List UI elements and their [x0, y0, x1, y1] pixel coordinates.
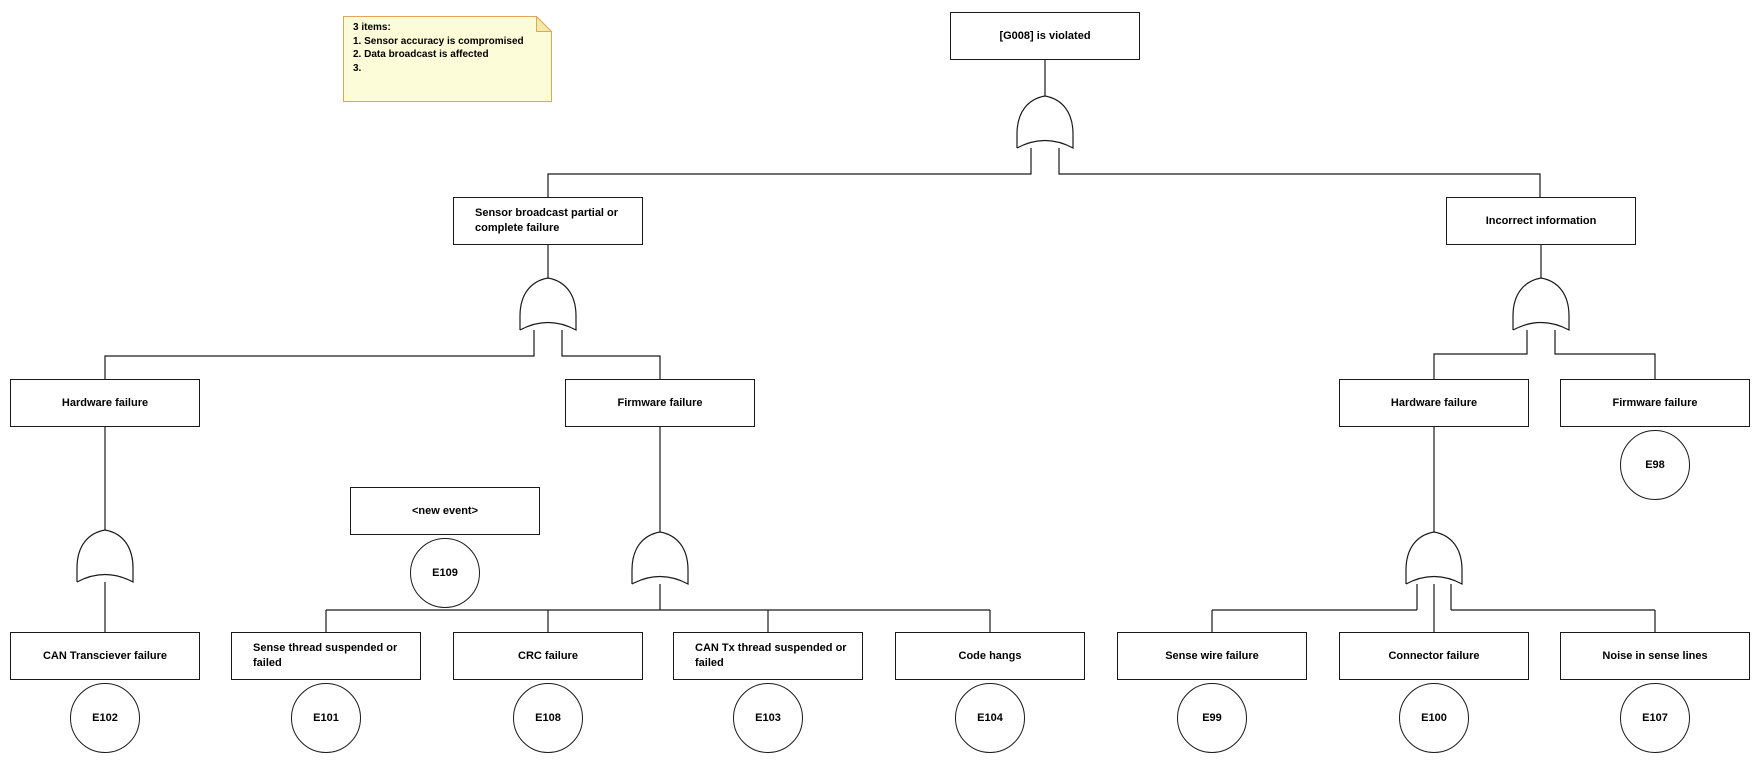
node-firmware-failure-right[interactable]: Firmware failure	[1560, 379, 1750, 427]
node-can-transciever-failure[interactable]: CAN Transciever failure	[10, 632, 200, 680]
node-incorrect-information[interactable]: Incorrect information	[1446, 197, 1636, 245]
node-sensor-broadcast-failure[interactable]: Sensor broadcast partial or complete fai…	[453, 197, 643, 245]
node-can-tx-thread-suspended[interactable]: CAN Tx thread suspended or failed	[673, 632, 863, 680]
sticky-note-text: 3 items: 1. Sensor accuracy is compromis…	[353, 21, 546, 75]
event-badge-e102[interactable]: E102	[70, 683, 140, 753]
wire-sensor-children	[104, 330, 661, 379]
node-hardware-failure-right[interactable]: Hardware failure	[1339, 379, 1529, 427]
node-connector-failure[interactable]: Connector failure	[1339, 632, 1529, 680]
or-gate-hardware-left[interactable]	[76, 529, 134, 583]
node-firmware-failure-left[interactable]: Firmware failure	[565, 379, 755, 427]
or-gate-hardware-right[interactable]	[1405, 531, 1463, 585]
node-hardware-failure-left[interactable]: Hardware failure	[10, 379, 200, 427]
sticky-note-shape	[343, 16, 552, 102]
wire-incorrect-children	[1433, 330, 1656, 379]
event-badge-e109[interactable]: E109	[410, 538, 480, 608]
node-sense-thread-suspended[interactable]: Sense thread suspended or failed	[231, 632, 421, 680]
note-line: 1. Sensor accuracy is compromised	[353, 35, 524, 47]
note-line: 3 items:	[353, 22, 391, 33]
event-badge-e104[interactable]: E104	[955, 683, 1025, 753]
or-gate-firmware-left[interactable]	[631, 531, 689, 585]
event-badge-e98[interactable]: E98	[1620, 430, 1690, 500]
wire-root-children	[547, 148, 1541, 197]
event-badge-e100[interactable]: E100	[1399, 683, 1469, 753]
wire-fwleft-children	[325, 584, 991, 632]
event-badge-e107[interactable]: E107	[1620, 683, 1690, 753]
or-gate-root[interactable]	[1016, 95, 1074, 149]
note-line: 2. Data broadcast is affected	[353, 49, 489, 60]
event-badge-e108[interactable]: E108	[513, 683, 583, 753]
node-g008-violated[interactable]: [G008] is violated	[950, 12, 1140, 60]
note-fold-corner	[536, 16, 552, 32]
node-sense-wire-failure[interactable]: Sense wire failure	[1117, 632, 1307, 680]
node-code-hangs[interactable]: Code hangs	[895, 632, 1085, 680]
or-gate-sensor-branch[interactable]	[519, 277, 577, 331]
node-noise-in-sense-lines[interactable]: Noise in sense lines	[1560, 632, 1750, 680]
wire-hwright-children	[1211, 584, 1656, 632]
event-badge-e101[interactable]: E101	[291, 683, 361, 753]
note-line: 3.	[353, 62, 362, 74]
or-gate-incorrect-branch[interactable]	[1512, 277, 1570, 331]
event-badge-e99[interactable]: E99	[1177, 683, 1247, 753]
sticky-note[interactable]: 3 items: 1. Sensor accuracy is compromis…	[343, 16, 552, 102]
event-badge-e103[interactable]: E103	[733, 683, 803, 753]
node-crc-failure[interactable]: CRC failure	[453, 632, 643, 680]
node-new-event[interactable]: <new event>	[350, 487, 540, 535]
